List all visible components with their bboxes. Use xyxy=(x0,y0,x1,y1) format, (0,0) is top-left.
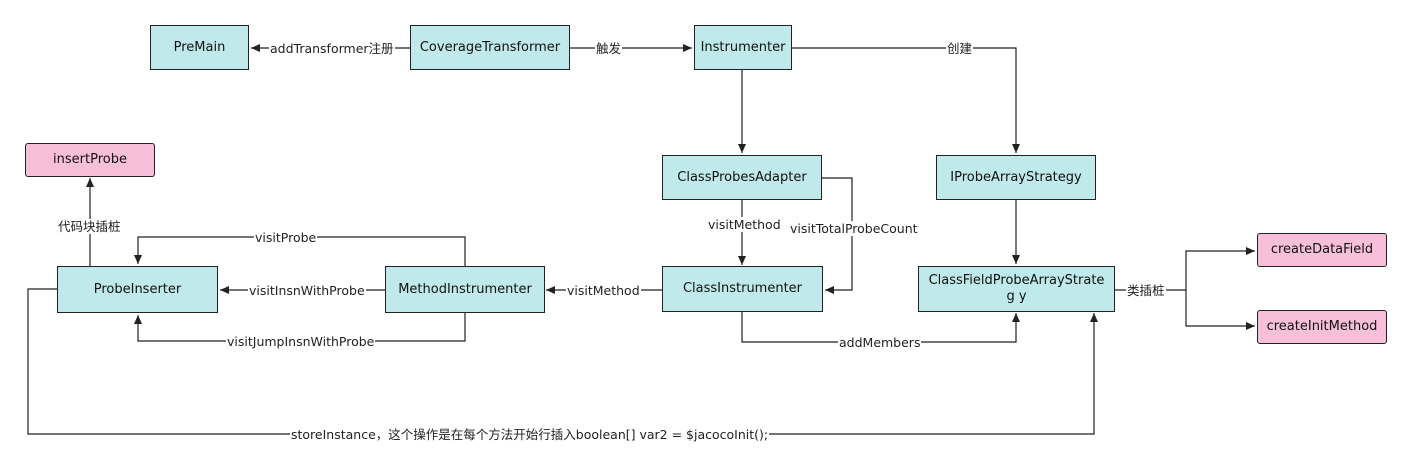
edge-store-instance xyxy=(27,288,1098,435)
visit-method-left-label: visitMethod xyxy=(566,283,641,298)
class-field-strategy-label: ClassFieldProbeArrayStrateg y xyxy=(928,273,1105,304)
store-instance-label: storeInstance，这个操作是在每个方法开始行插入boolean[] v… xyxy=(290,427,770,442)
premain-label: PreMain xyxy=(173,39,226,55)
premain-node: PreMain xyxy=(150,25,249,70)
iprobe-array-strategy-label: IProbeArrayStrategy xyxy=(950,169,1082,185)
trigger-label: 触发 xyxy=(595,41,623,56)
add-transformer-label: addTransformer注册 xyxy=(269,41,395,56)
class-instrumenter-node: ClassInstrumenter xyxy=(662,266,823,312)
visit-method-down-label: visitMethod xyxy=(707,217,782,232)
class-probes-adapter-label: ClassProbesAdapter xyxy=(677,169,807,185)
edge-class-probe-init xyxy=(1185,290,1255,330)
visit-total-probe-count-label: visitTotalProbeCount xyxy=(789,221,919,236)
probe-inserter-node: ProbeInserter xyxy=(57,266,218,313)
visit-insn-with-probe-label: visitInsnWithProbe xyxy=(248,283,366,298)
code-block-probe-label: 代码块插桩 xyxy=(57,219,122,234)
insert-probe-node: insertProbe xyxy=(25,143,155,177)
instrumenter-label: Instrumenter xyxy=(700,39,786,55)
iprobe-array-strategy-node: IProbeArrayStrategy xyxy=(936,155,1096,200)
create-data-field-label: createDataField xyxy=(1270,242,1374,257)
insert-probe-label: insertProbe xyxy=(53,152,127,167)
visit-jump-insn-with-probe-label: visitJumpInsnWithProbe xyxy=(226,334,376,349)
coverage-transformer-node: CoverageTransformer xyxy=(410,25,570,70)
class-field-strategy-node: ClassFieldProbeArrayStrateg y xyxy=(918,266,1115,312)
create-data-field-node: createDataField xyxy=(1257,233,1387,267)
class-probes-adapter-node: ClassProbesAdapter xyxy=(662,155,822,200)
add-members-label: addMembers xyxy=(838,335,922,350)
probe-inserter-label: ProbeInserter xyxy=(93,281,182,297)
method-instrumenter-node: MethodInstrumenter xyxy=(385,266,545,313)
class-instrumenter-label: ClassInstrumenter xyxy=(682,281,803,296)
create-init-method-node: createInitMethod xyxy=(1257,310,1387,344)
visit-probe-label: visitProbe xyxy=(254,230,318,245)
coverage-transformer-label: CoverageTransformer xyxy=(419,39,561,55)
create-label: 创建 xyxy=(946,41,974,56)
create-init-method-label: createInitMethod xyxy=(1266,319,1378,334)
method-instrumenter-label: MethodInstrumenter xyxy=(398,281,532,297)
edge-create xyxy=(792,47,1020,153)
instrumenter-node: Instrumenter xyxy=(694,25,792,70)
class-probe-label: 类插桩 xyxy=(1126,283,1166,298)
